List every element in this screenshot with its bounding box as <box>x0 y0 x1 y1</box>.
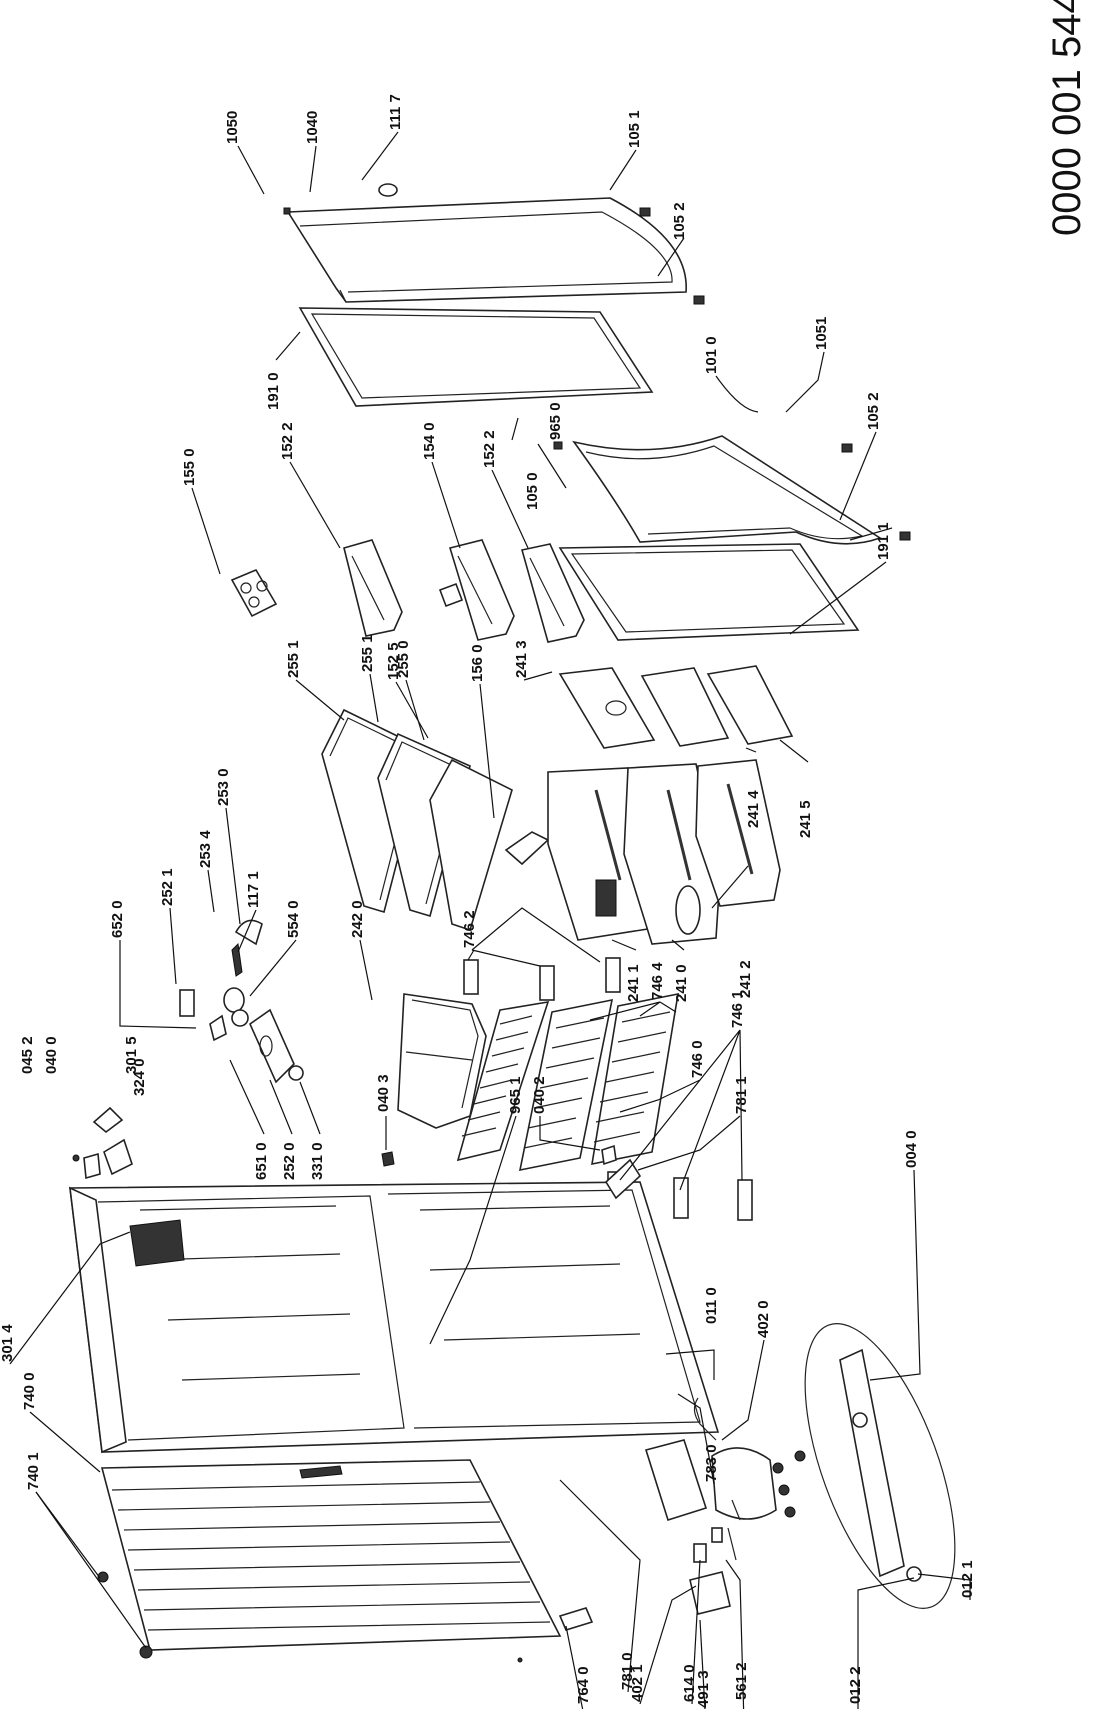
label-781-0: 781 0 <box>619 1652 636 1690</box>
lower-door-gasket <box>558 543 860 641</box>
label-255-1-first: 255 1 <box>285 640 302 678</box>
label-1050: 1050 <box>224 111 241 144</box>
label-781-1: 781 1 <box>733 1076 750 1114</box>
label-331-0: 331 0 <box>309 1142 326 1180</box>
label-152-2-lower: 152 2 <box>481 430 498 468</box>
label-252-1: 252 1 <box>159 868 176 906</box>
crisper-cover-3 <box>706 665 794 745</box>
label-191-1: 191 1 <box>875 522 892 560</box>
label-152-5: 152 5 <box>385 642 402 680</box>
lower-door <box>553 435 911 545</box>
upper-brackets <box>463 957 621 1001</box>
label-241-4: 241 4 <box>745 790 762 828</box>
label-740-0: 740 0 <box>21 1372 38 1410</box>
label-241-5: 241 5 <box>797 800 814 838</box>
freezer-drawer-3 <box>695 759 781 907</box>
label-045-2: 045 2 <box>19 1036 36 1074</box>
evaporator-plate-2 <box>518 998 614 1172</box>
label-783-0: 783 0 <box>703 1444 720 1482</box>
freezer-basket <box>397 993 487 1129</box>
label-1040: 1040 <box>304 111 321 144</box>
glass-shelf-3 <box>429 758 513 932</box>
compressor <box>711 1447 806 1520</box>
thermostat-group <box>179 919 304 1084</box>
label-105-0: 105 0 <box>524 472 541 510</box>
upper-door-gasket <box>298 307 654 407</box>
label-652-0: 652 0 <box>109 900 126 938</box>
label-011-0: 011 0 <box>703 1287 720 1324</box>
egg-tray <box>230 568 278 618</box>
condenser <box>100 1459 562 1651</box>
shelf-trim <box>504 831 550 866</box>
label-561-2: 561 2 <box>733 1662 750 1700</box>
label-651-0: 651 0 <box>253 1142 270 1180</box>
label-746-1: 746 1 <box>729 990 746 1028</box>
label-040-0: 040 0 <box>43 1036 60 1074</box>
label-012-1: 012 1 <box>959 1560 976 1598</box>
label-111-7: 111 7 <box>387 94 404 130</box>
fridge-cabinet <box>69 1181 720 1454</box>
label-156-0: 156 0 <box>469 644 486 682</box>
label-154-0: 154 0 <box>421 422 438 460</box>
label-301-4: 301 4 <box>0 1324 16 1362</box>
label-101-0: 101 0 <box>703 336 720 374</box>
label-402-1: 402 1 <box>629 1664 646 1702</box>
label-255-1-second: 255 1 <box>359 634 376 672</box>
label-241-3: 241 3 <box>513 640 530 678</box>
upper-door <box>283 183 705 305</box>
label-255-0: 255 0 <box>395 640 412 678</box>
label-242-0: 242 0 <box>349 900 366 938</box>
label-012-2: 012 2 <box>847 1666 864 1704</box>
label-253-4: 253 4 <box>197 830 214 868</box>
label-301-5: 301 5 <box>123 1036 140 1074</box>
label-746-4: 746 4 <box>649 962 666 1000</box>
label-241-2: 241 2 <box>737 960 754 998</box>
label-105-2-upper: 105 2 <box>671 202 688 240</box>
label-491-3: 491 3 <box>695 1670 712 1708</box>
compressor-base-plate <box>804 1323 956 1609</box>
hinge-parts <box>72 1106 642 1200</box>
label-105-1-upper: 105 1 <box>626 110 643 148</box>
label-1051: 1051 <box>813 317 830 350</box>
label-554-0: 554 0 <box>285 900 302 938</box>
label-740-1: 740 1 <box>25 1452 42 1490</box>
label-324-0: 324 0 <box>131 1058 148 1096</box>
label-965-0: 965 0 <box>547 402 564 440</box>
door-shelf-middle <box>448 539 515 641</box>
label-155-0: 155 0 <box>181 448 198 486</box>
label-191-0: 191 0 <box>265 372 282 410</box>
bottle-holder <box>438 582 464 608</box>
door-shelf-lower <box>520 543 585 643</box>
label-040-2: 040 2 <box>531 1076 548 1114</box>
crisper-cover-1 <box>558 667 656 749</box>
label-614-0: 614 0 <box>681 1664 698 1702</box>
label-117-1: 117 1 <box>245 871 262 908</box>
label-241-0: 241 0 <box>673 964 690 1002</box>
label-764-0: 764 0 <box>575 1666 592 1704</box>
label-252-0: 252 0 <box>281 1142 298 1180</box>
label-965-1: 965 1 <box>507 1076 524 1114</box>
crisper-cover-2 <box>640 667 730 747</box>
evaporator-plate-3 <box>591 992 679 1166</box>
door-shelf-upper <box>343 539 403 637</box>
label-105-2-lower: 105 2 <box>865 392 882 430</box>
leader-lines <box>9 131 971 1709</box>
document-number: 0000 001 54419 <box>1045 0 1089 236</box>
label-746-0: 746 0 <box>689 1040 706 1078</box>
label-402-0: 402 0 <box>755 1300 772 1338</box>
label-004-0: 004 0 <box>903 1130 920 1168</box>
label-746-2: 746 2 <box>461 910 478 948</box>
label-253-0: 253 0 <box>215 768 232 806</box>
label-152-2-upper: 152 2 <box>279 422 296 460</box>
label-241-1: 241 1 <box>625 964 642 1002</box>
label-040-3: 040 3 <box>375 1074 392 1112</box>
